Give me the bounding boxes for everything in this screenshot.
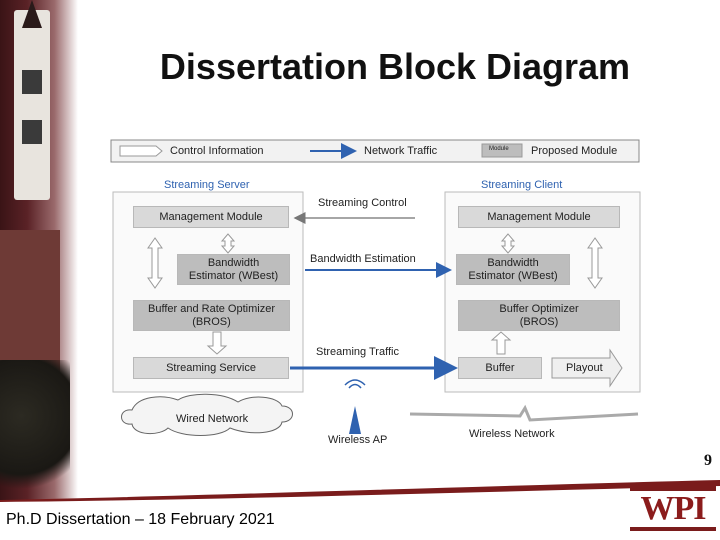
server-bandwidth-estimator: Bandwidth Estimator (WBest) xyxy=(177,254,290,285)
control-arrow-icon xyxy=(119,145,163,157)
client-mgmt-bw-arrow-icon xyxy=(500,233,516,254)
client-buffer: Buffer xyxy=(458,357,542,379)
wired-network-label: Wired Network xyxy=(176,413,249,425)
legend-control-label: Control Information xyxy=(170,145,264,157)
wpi-logo-text: WPI xyxy=(640,490,707,527)
wireless-link-bolt xyxy=(409,404,639,422)
wifi-waves-icon xyxy=(344,379,366,389)
wireless-network-label: Wireless Network xyxy=(469,428,555,440)
client-title: Streaming Client xyxy=(481,179,563,191)
streaming-traffic-label: Streaming Traffic xyxy=(316,346,399,358)
wireless-ap-icon xyxy=(349,406,361,434)
server-bros-service-arrow-icon xyxy=(206,331,228,355)
client-bw-line1: Bandwidth xyxy=(487,257,539,269)
server-buffer-rate-optimizer: Buffer and Rate Optimizer (BROS) xyxy=(133,300,290,331)
client-playout: Playout xyxy=(566,362,603,374)
wireless-ap-label: Wireless AP xyxy=(328,434,388,446)
page-title: Dissertation Block Diagram xyxy=(159,46,631,87)
client-management-module: Management Module xyxy=(458,206,620,228)
client-buf-line1: Buffer Optimizer xyxy=(499,303,579,315)
wpi-logo: WPI xyxy=(630,486,716,532)
server-management-module: Management Module xyxy=(133,206,289,228)
campus-photo xyxy=(0,0,78,500)
page-number: 9 xyxy=(704,452,712,469)
streaming-control-label: Streaming Control xyxy=(318,197,407,209)
tower-window xyxy=(22,120,42,144)
tower-window xyxy=(22,70,42,94)
clock-tower xyxy=(14,0,50,200)
playout-arrow-shape xyxy=(551,348,623,388)
client-bandwidth-estimator: Bandwidth Estimator (WBest) xyxy=(456,254,570,285)
footer-swoosh xyxy=(0,480,720,502)
bandwidth-estimation-label: Bandwidth Estimation xyxy=(310,253,416,265)
server-updown-arrow-icon xyxy=(147,237,163,289)
legend-module-tag: Module xyxy=(489,146,509,152)
footer-text: Ph.D Dissertation – 18 February 2021 xyxy=(6,511,275,528)
legend-network-label: Network Traffic xyxy=(364,145,438,157)
client-buf-line2: (BROS) xyxy=(519,316,559,328)
server-mgmt-bw-arrow-icon xyxy=(220,233,236,254)
server-buf-line1: Buffer and Rate Optimizer xyxy=(148,303,275,315)
client-buffer-optimizer: Buffer Optimizer (BROS) xyxy=(458,300,620,331)
client-bw-line2: Estimator (WBest) xyxy=(468,270,558,282)
legend-proposed-label: Proposed Module xyxy=(531,145,618,157)
server-bw-line2: Estimator (WBest) xyxy=(188,270,279,282)
server-streaming-service: Streaming Service xyxy=(133,357,289,379)
server-title: Streaming Server xyxy=(164,179,250,191)
client-buffer-bros-arrow-icon xyxy=(490,331,512,355)
module-swatch xyxy=(481,143,523,158)
tree xyxy=(0,360,70,500)
server-bw-line1: Bandwidth xyxy=(207,257,260,269)
wired-network-cloud xyxy=(121,393,293,436)
client-updown-arrow-icon xyxy=(587,237,603,289)
server-buf-line2: (BROS) xyxy=(192,316,231,328)
